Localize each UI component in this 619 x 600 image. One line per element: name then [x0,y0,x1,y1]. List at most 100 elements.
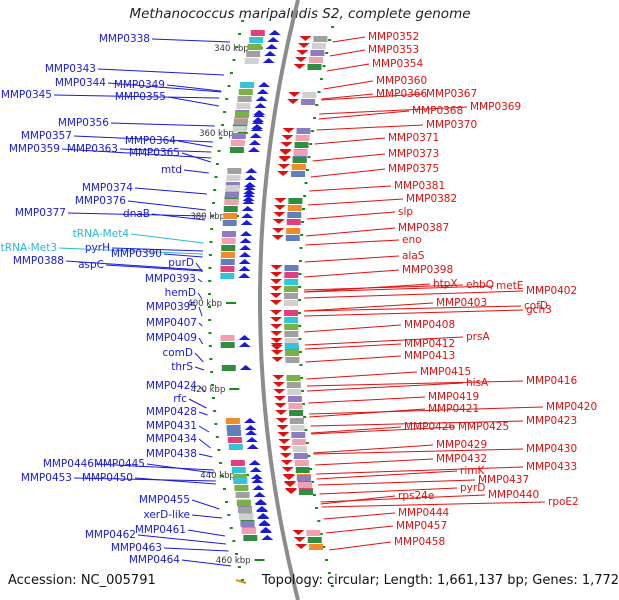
left-gene-label: MMP0388 [13,255,64,267]
cog-color-box [284,324,299,330]
right-gene-label: MMP0444 [398,507,449,519]
left-leader-line [197,278,203,283]
cog-color-box [294,460,309,466]
right-leader-line [305,355,402,363]
cog-color-box [284,286,299,292]
forward-gene-arrow [243,418,256,423]
right-gene-label: MMP0381 [394,180,445,192]
tick-label: 440 kbp [200,471,235,481]
reverse-gene-arrow [270,279,283,284]
forward-gene-arrow [256,507,269,512]
cog-color-box [230,460,245,466]
reverse-gene-arrow [280,142,293,147]
left-gene-label: MMP0463 [111,542,162,554]
right-gene-label: MMP0416 [526,375,577,387]
track-dot [217,449,221,451]
forward-gene-arrow [244,425,257,430]
right-leader-line [304,285,494,293]
track-dot [208,254,212,256]
right-gene-label: MMP0371 [388,132,439,144]
cog-color-box [310,50,325,56]
left-leader-line [166,84,222,92]
cog-color-box [234,485,249,491]
forward-gene-arrow [240,220,253,225]
cog-color-box [221,365,236,371]
left-gene-label: MMP0455 [139,494,190,506]
right-leader-line [307,211,396,220]
reverse-gene-arrow [297,43,310,48]
cog-color-box [231,467,246,473]
track-dot [210,228,214,230]
reverse-gene-arrow [270,324,283,329]
forward-gene-arrow [248,460,261,465]
reverse-gene-arrow [276,425,289,430]
cog-color-box [292,157,307,163]
cog-color-box [224,199,239,205]
right-gene-label: MMP0423 [526,415,577,427]
cog-color-box [296,475,311,481]
right-leader-line [313,444,434,454]
cog-color-box [238,89,253,95]
track-dot [227,514,231,516]
reverse-gene-arrow [292,530,305,535]
cog-color-box [220,266,235,272]
left-leader-line [151,213,205,221]
left-gene-label: MMP0446 [43,458,94,470]
left-gene-label: dnaB [123,208,150,220]
left-leader-line [137,534,226,545]
right-gene-label: MMP0353 [368,44,419,56]
forward-gene-arrow [259,528,272,533]
right-leader-line [307,382,464,392]
reverse-gene-arrow [277,171,290,176]
reverse-gene-arrow [279,150,292,155]
left-gene-label: tRNA-Met3 [1,242,57,254]
cog-color-box [284,300,298,306]
cog-color-box [299,489,314,495]
cog-color-box [233,119,248,125]
reverse-gene-arrow [273,205,286,210]
left-leader-line [198,453,213,458]
cog-color-box [220,335,235,341]
left-leader-line [151,38,231,43]
forward-gene-arrow [254,500,267,505]
right-leader-line [303,302,434,312]
track-dot [298,351,302,353]
right-gene-label: rps24e [398,490,434,502]
right-leader-line [316,124,424,131]
right-gene-label: gch3 [526,304,552,316]
right-gene-label: MMP0369 [470,101,521,113]
track-dot [317,520,321,522]
forward-gene-arrow [250,126,263,131]
track-dot [315,507,319,509]
reverse-gene-arrow [279,446,292,451]
right-leader-line [320,495,396,505]
track-dot [237,566,241,568]
track-dot [208,319,212,321]
right-gene-label: MMP0440 [488,489,539,501]
reverse-gene-arrow [270,317,283,322]
right-leader-line [316,466,524,475]
track-dot [325,559,329,561]
right-gene-label: MMP0430 [526,443,577,455]
track-dot [235,46,239,48]
right-gene-label: MMP0419 [428,391,479,403]
left-gene-label: MMP0434 [146,433,197,445]
left-gene-label: MMP0438 [146,448,197,460]
left-leader-line [181,559,232,567]
left-gene-label: MMP0450 [82,472,133,484]
left-gene-label: MMP0359 [9,143,60,155]
left-leader-line [163,253,203,258]
reverse-gene-arrow [272,375,285,380]
right-gene-label: MMP0433 [526,461,577,473]
left-gene-label: MMP0393 [145,273,196,285]
right-leader-line [329,49,366,57]
reverse-gene-arrow [285,489,298,494]
reverse-gene-arrow [280,460,293,465]
track-dot [330,585,334,587]
cog-color-box [293,446,308,452]
cog-color-box [226,425,241,431]
cog-color-box [250,30,265,36]
forward-gene-arrow [240,231,253,236]
track-dot [298,299,302,301]
left-leader-line [111,247,204,252]
